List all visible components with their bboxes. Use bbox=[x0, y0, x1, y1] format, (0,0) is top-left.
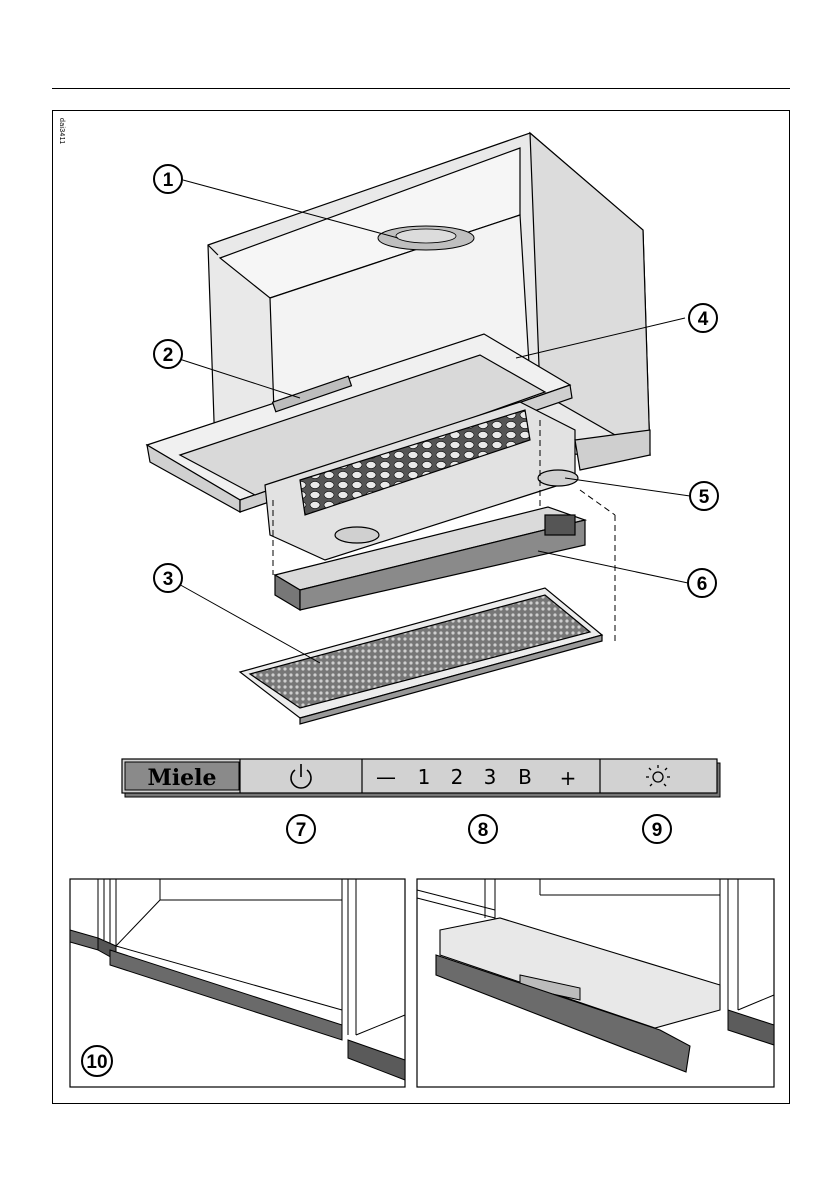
svg-text:5: 5 bbox=[699, 487, 710, 508]
callout-2: 2 bbox=[154, 340, 182, 368]
callout-10: 10 bbox=[82, 1046, 112, 1076]
callout-7: 7 bbox=[287, 815, 315, 843]
miele-logo: Miele bbox=[125, 762, 239, 791]
fan-level-1-button[interactable]: 1 bbox=[418, 765, 431, 789]
fan-level-2-button[interactable]: 2 bbox=[451, 765, 464, 789]
power-button[interactable] bbox=[241, 760, 361, 792]
inset-closed-hood: 10 bbox=[70, 879, 405, 1087]
callout-8: 8 bbox=[469, 815, 497, 843]
callout-4: 4 bbox=[689, 304, 717, 332]
fan-level-3-button[interactable]: 3 bbox=[484, 765, 497, 789]
fan-plus-button[interactable]: + bbox=[560, 766, 577, 790]
callout-3: 3 bbox=[154, 564, 182, 592]
svg-text:4: 4 bbox=[698, 309, 709, 330]
svg-text:3: 3 bbox=[163, 569, 174, 590]
inset-open-hood bbox=[417, 879, 774, 1087]
control-panel: Miele — 1 2 3 B + bbox=[122, 759, 720, 797]
callout-1: 1 bbox=[154, 165, 182, 193]
svg-text:8: 8 bbox=[478, 820, 489, 841]
callout-6: 6 bbox=[688, 569, 716, 597]
svg-text:6: 6 bbox=[697, 574, 708, 595]
svg-text:9: 9 bbox=[652, 820, 663, 841]
callout-9: 9 bbox=[643, 815, 671, 843]
callout-5: 5 bbox=[690, 482, 718, 510]
grease-filter bbox=[240, 588, 602, 724]
light-button[interactable] bbox=[601, 760, 716, 792]
fan-minus-button[interactable]: — bbox=[376, 765, 396, 789]
svg-text:10: 10 bbox=[86, 1052, 107, 1073]
svg-text:Miele: Miele bbox=[147, 765, 216, 791]
lamp-right bbox=[538, 470, 578, 486]
svg-text:1: 1 bbox=[163, 170, 174, 191]
fan-boost-button[interactable]: B bbox=[518, 765, 532, 789]
svg-text:2: 2 bbox=[163, 345, 174, 366]
lamp-left bbox=[335, 527, 379, 543]
svg-text:7: 7 bbox=[296, 820, 307, 841]
